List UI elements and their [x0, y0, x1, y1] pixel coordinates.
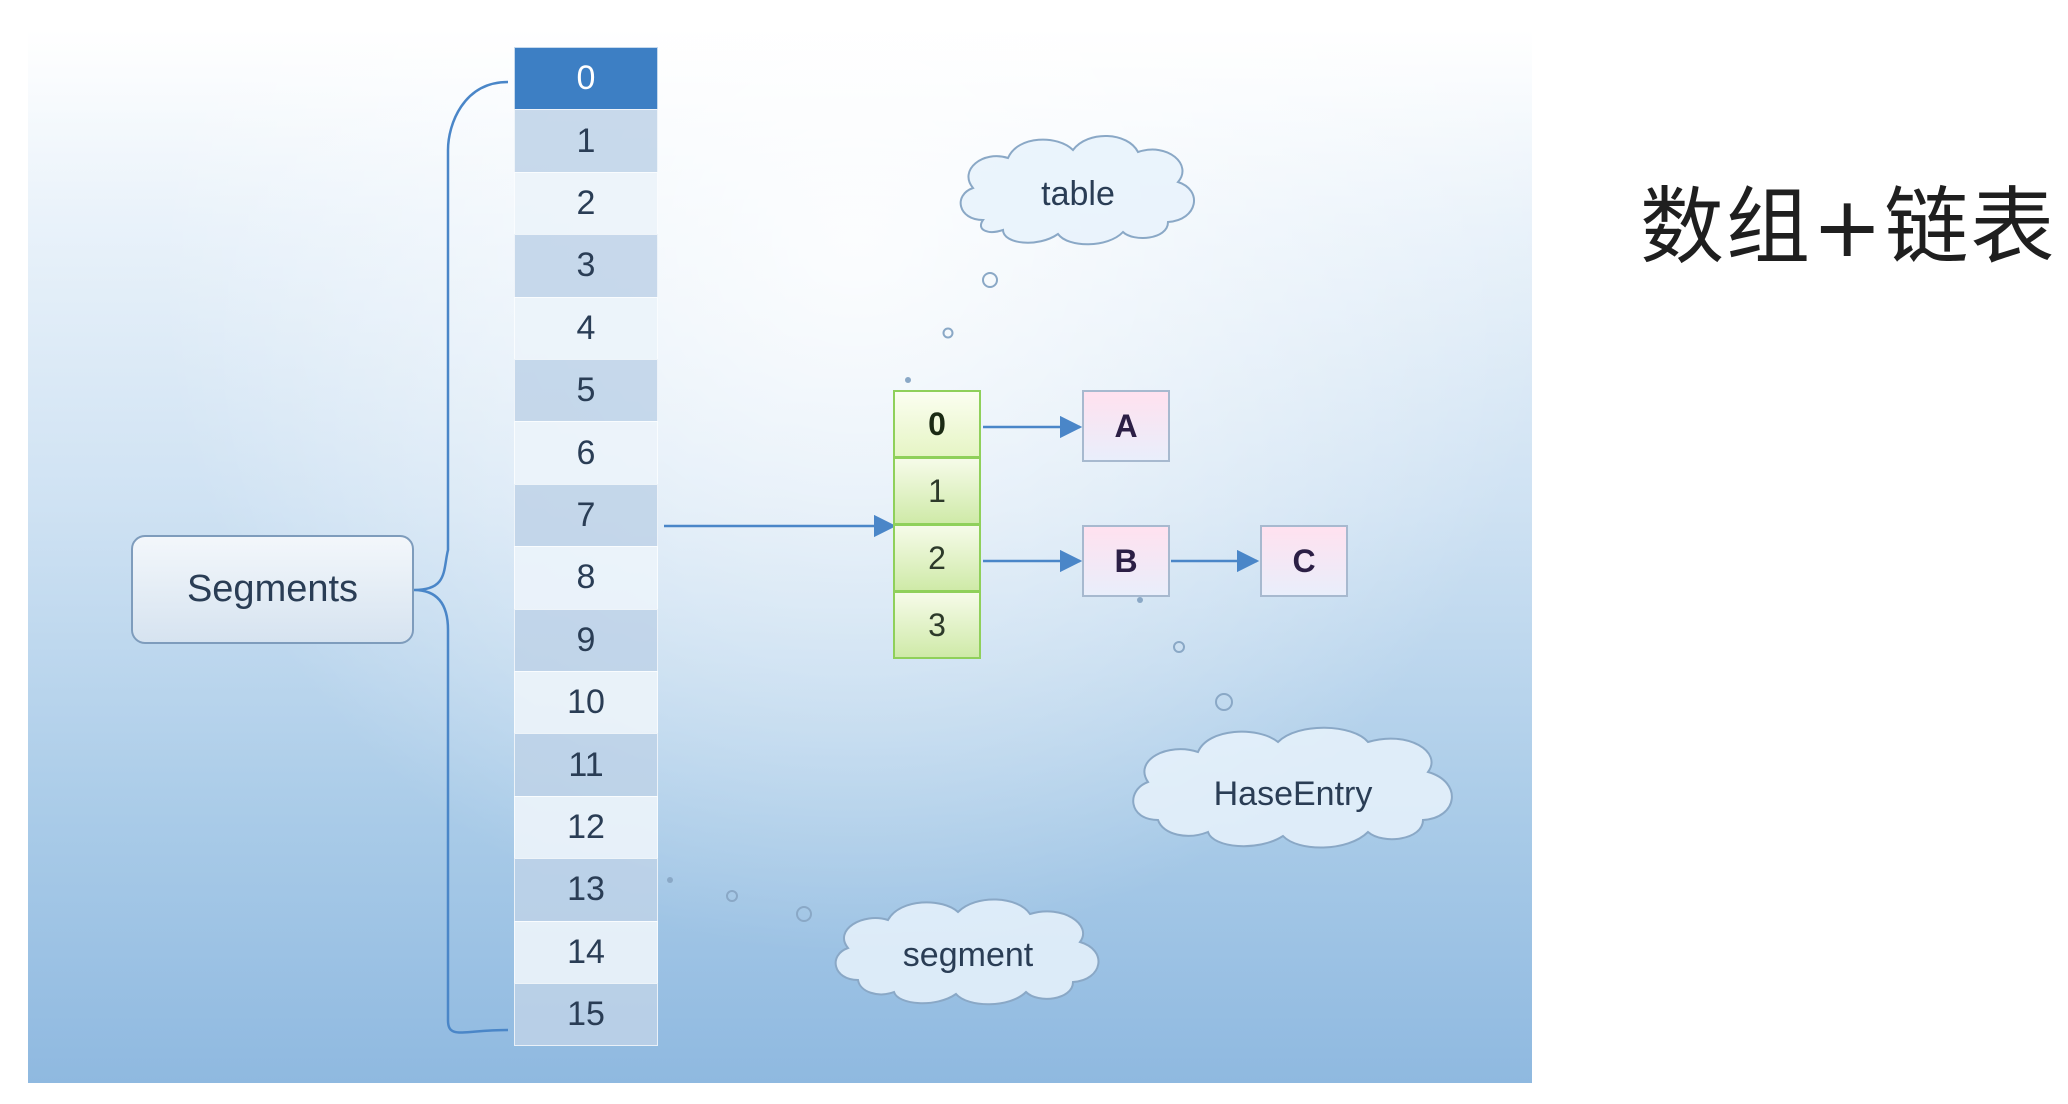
- segment-index: 12: [567, 807, 605, 846]
- segment-cell-12: 12: [514, 795, 658, 860]
- segment-index: 10: [567, 683, 605, 722]
- segment-callout-cloud: [667, 877, 1100, 1006]
- segment-index: 7: [576, 495, 596, 534]
- segment-index: 14: [567, 932, 605, 971]
- segment-cell-5: 5: [514, 359, 658, 423]
- entry-node-b: B: [1082, 525, 1170, 597]
- segment-index: 1: [576, 121, 596, 160]
- segment-cell-1: 1: [514, 109, 658, 173]
- segment-cell-4: 4: [514, 296, 658, 360]
- segment-index: 15: [567, 995, 605, 1034]
- segment-index: 4: [576, 308, 596, 347]
- segment-cell-15: 15: [514, 983, 658, 1047]
- segment-cell-2: 2: [514, 171, 658, 236]
- segment-index: 2: [576, 183, 596, 222]
- segment-index: 6: [576, 433, 596, 472]
- table-index: 2: [928, 539, 946, 576]
- segment-cell-13: 13: [514, 858, 658, 922]
- segments-brace: [413, 80, 509, 1034]
- segment-cell-10: 10: [514, 671, 658, 735]
- entry-label: A: [1114, 407, 1138, 444]
- entry-label: B: [1114, 542, 1138, 579]
- table-cell-3: 3: [893, 591, 981, 659]
- table-index: 0: [928, 405, 946, 442]
- segment-cell-7: 7: [514, 483, 658, 548]
- entry-callout-cloud: [1132, 597, 1453, 849]
- segment-cell-3: 3: [514, 234, 658, 298]
- entry-node-c: C: [1260, 525, 1348, 597]
- table-index: 3: [928, 606, 946, 643]
- segment-cell-14: 14: [514, 920, 658, 984]
- segment-index: 9: [576, 620, 596, 659]
- segment-index: 5: [576, 371, 596, 410]
- segment-cell-8: 8: [514, 546, 658, 610]
- table-cell-1: 1: [893, 457, 981, 525]
- segment-cell-9: 9: [514, 608, 658, 672]
- table-cell-2: 2: [893, 524, 981, 592]
- entry-label: C: [1292, 542, 1316, 579]
- segment-index: 8: [576, 558, 596, 597]
- entry-callout-label: HaseEntry: [1213, 774, 1373, 813]
- table-cell-0: 0: [893, 390, 981, 458]
- page-title: 数组+链表: [1640, 178, 2057, 276]
- table-callout-cloud: [905, 135, 1195, 383]
- segment-cell-6: 6: [514, 421, 658, 485]
- entry-node-a: A: [1082, 390, 1170, 462]
- segment-index: 0: [576, 59, 596, 98]
- diagram-connectors: [413, 80, 1453, 1034]
- table-index: 1: [928, 472, 946, 509]
- segment-index: 11: [568, 745, 604, 784]
- segment-callout-label: segment: [902, 935, 1034, 974]
- table-callout-label: table: [1041, 174, 1115, 213]
- segment-index: 3: [576, 246, 596, 285]
- segments-label: Segments: [186, 568, 359, 610]
- segment-cell-11: 11: [514, 733, 658, 797]
- segment-index: 13: [567, 870, 605, 909]
- segments-node: Segments: [131, 535, 414, 644]
- segment-cell-0: 0: [514, 47, 658, 111]
